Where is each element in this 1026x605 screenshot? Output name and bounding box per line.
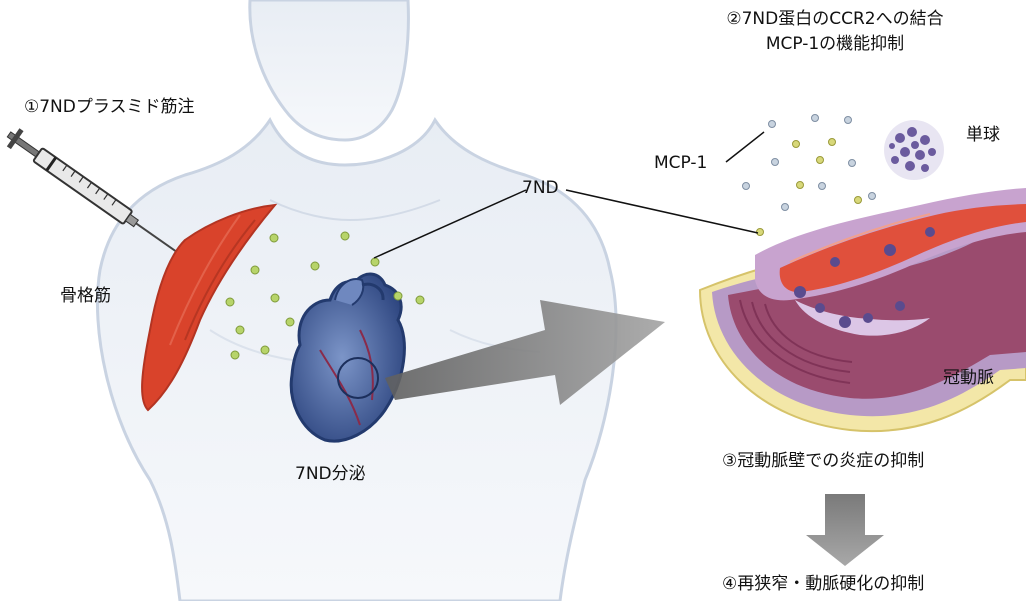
coronary-artery-section	[700, 188, 1026, 431]
skeletal-muscle-label: 骨格筋	[60, 286, 111, 306]
monocyte-icon	[884, 120, 944, 180]
nd7-label: 7ND	[522, 178, 559, 198]
step2-label-line2: MCP-1の機能抑制	[690, 34, 980, 54]
mcp1-label: MCP-1	[654, 153, 707, 173]
mcp1-pointer-line	[726, 132, 764, 162]
nd7-secretion-label: 7ND分泌	[295, 464, 366, 484]
nd7-particles-artery	[757, 139, 862, 236]
monocyte-label: 単球	[966, 125, 1000, 145]
step4-label: ④再狭窄・動脈硬化の抑制	[722, 574, 924, 594]
coronary-artery-label: 冠動脈	[943, 368, 994, 388]
step2-label-line1: ②7ND蛋白のCCR2への結合	[690, 9, 980, 29]
step3-label: ③冠動脈壁での炎症の抑制	[722, 451, 924, 471]
down-arrow	[806, 494, 884, 566]
step1-label: ①7NDプラスミド筋注	[24, 97, 195, 117]
mcp1-particles	[743, 115, 876, 211]
